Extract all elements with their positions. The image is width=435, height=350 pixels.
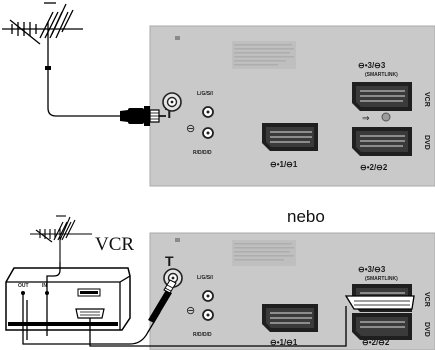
- scart-3-label-bottom: ⊖•3/⊖3: [358, 265, 386, 274]
- vcr-scart-plug: [76, 309, 104, 318]
- video-input-icon: ⊖: [186, 123, 195, 135]
- antenna-socket-top: [163, 93, 181, 111]
- scart-2-socket-bottom: [352, 313, 412, 340]
- antenna-cable-top: [48, 70, 120, 116]
- scart-3-socket-top: [352, 82, 412, 111]
- audio-left-label: L/G/S/I: [197, 91, 213, 97]
- dvd-side-label-top: DVD: [423, 135, 430, 150]
- vcr-side-label-top: VCR: [423, 92, 430, 107]
- separator-word: nebo: [287, 207, 325, 226]
- audio-left-label-bottom: L/G/S/I: [197, 275, 213, 281]
- scart-1-socket-bottom: [262, 304, 318, 332]
- vcr-device-icon: [6, 268, 130, 330]
- scart-2-socket-top: [352, 127, 412, 156]
- dvd-side-label-bottom: DVD: [423, 322, 430, 337]
- vcr-side-label-bottom: VCR: [423, 292, 430, 307]
- antenna-symbol-bottom: T: [165, 253, 174, 269]
- antenna-top-icon: [2, 3, 83, 66]
- warning-label-top: [232, 41, 296, 69]
- scart-3-label: ⊖•3/⊖3: [358, 61, 386, 70]
- smartlink-label: (SMARTLINK): [365, 72, 398, 78]
- audio-right-label-bottom: R/D/D/D: [193, 332, 212, 338]
- video-input-icon-bottom: ⊖: [186, 305, 195, 317]
- antenna-bottom-icon: [30, 216, 92, 262]
- tv-back-panel-bottom: T L/G/S/I ⊖ R/D/D/D: [150, 233, 435, 350]
- vcr-title: VCR: [95, 234, 134, 255]
- vcr-out-label: OUT: [18, 283, 29, 289]
- smartlink-label-bottom: (SMARTLINK): [365, 276, 398, 282]
- scart-1-label: ⊖•1/⊖1: [270, 160, 298, 169]
- connector-arrow-icon: ⇒: [362, 113, 370, 123]
- top-scene: T L/G/S/I ⊖ R/D/D/D: [2, 3, 435, 186]
- scart-2-label-bottom: ⊖•2/⊖2: [362, 338, 390, 347]
- bottom-scene: T L/G/S/I ⊖ R/D/D/D: [6, 216, 435, 350]
- warning-label-bottom: [232, 240, 296, 266]
- scart-2-label: ⊖•2/⊖2: [360, 163, 388, 172]
- tv-back-panel-top: T L/G/S/I ⊖ R/D/D/D: [150, 26, 435, 186]
- scart-plug-inserted: [346, 296, 414, 309]
- scart-1-socket-top: [262, 123, 318, 151]
- audio-right-label: R/D/D/D: [193, 150, 212, 156]
